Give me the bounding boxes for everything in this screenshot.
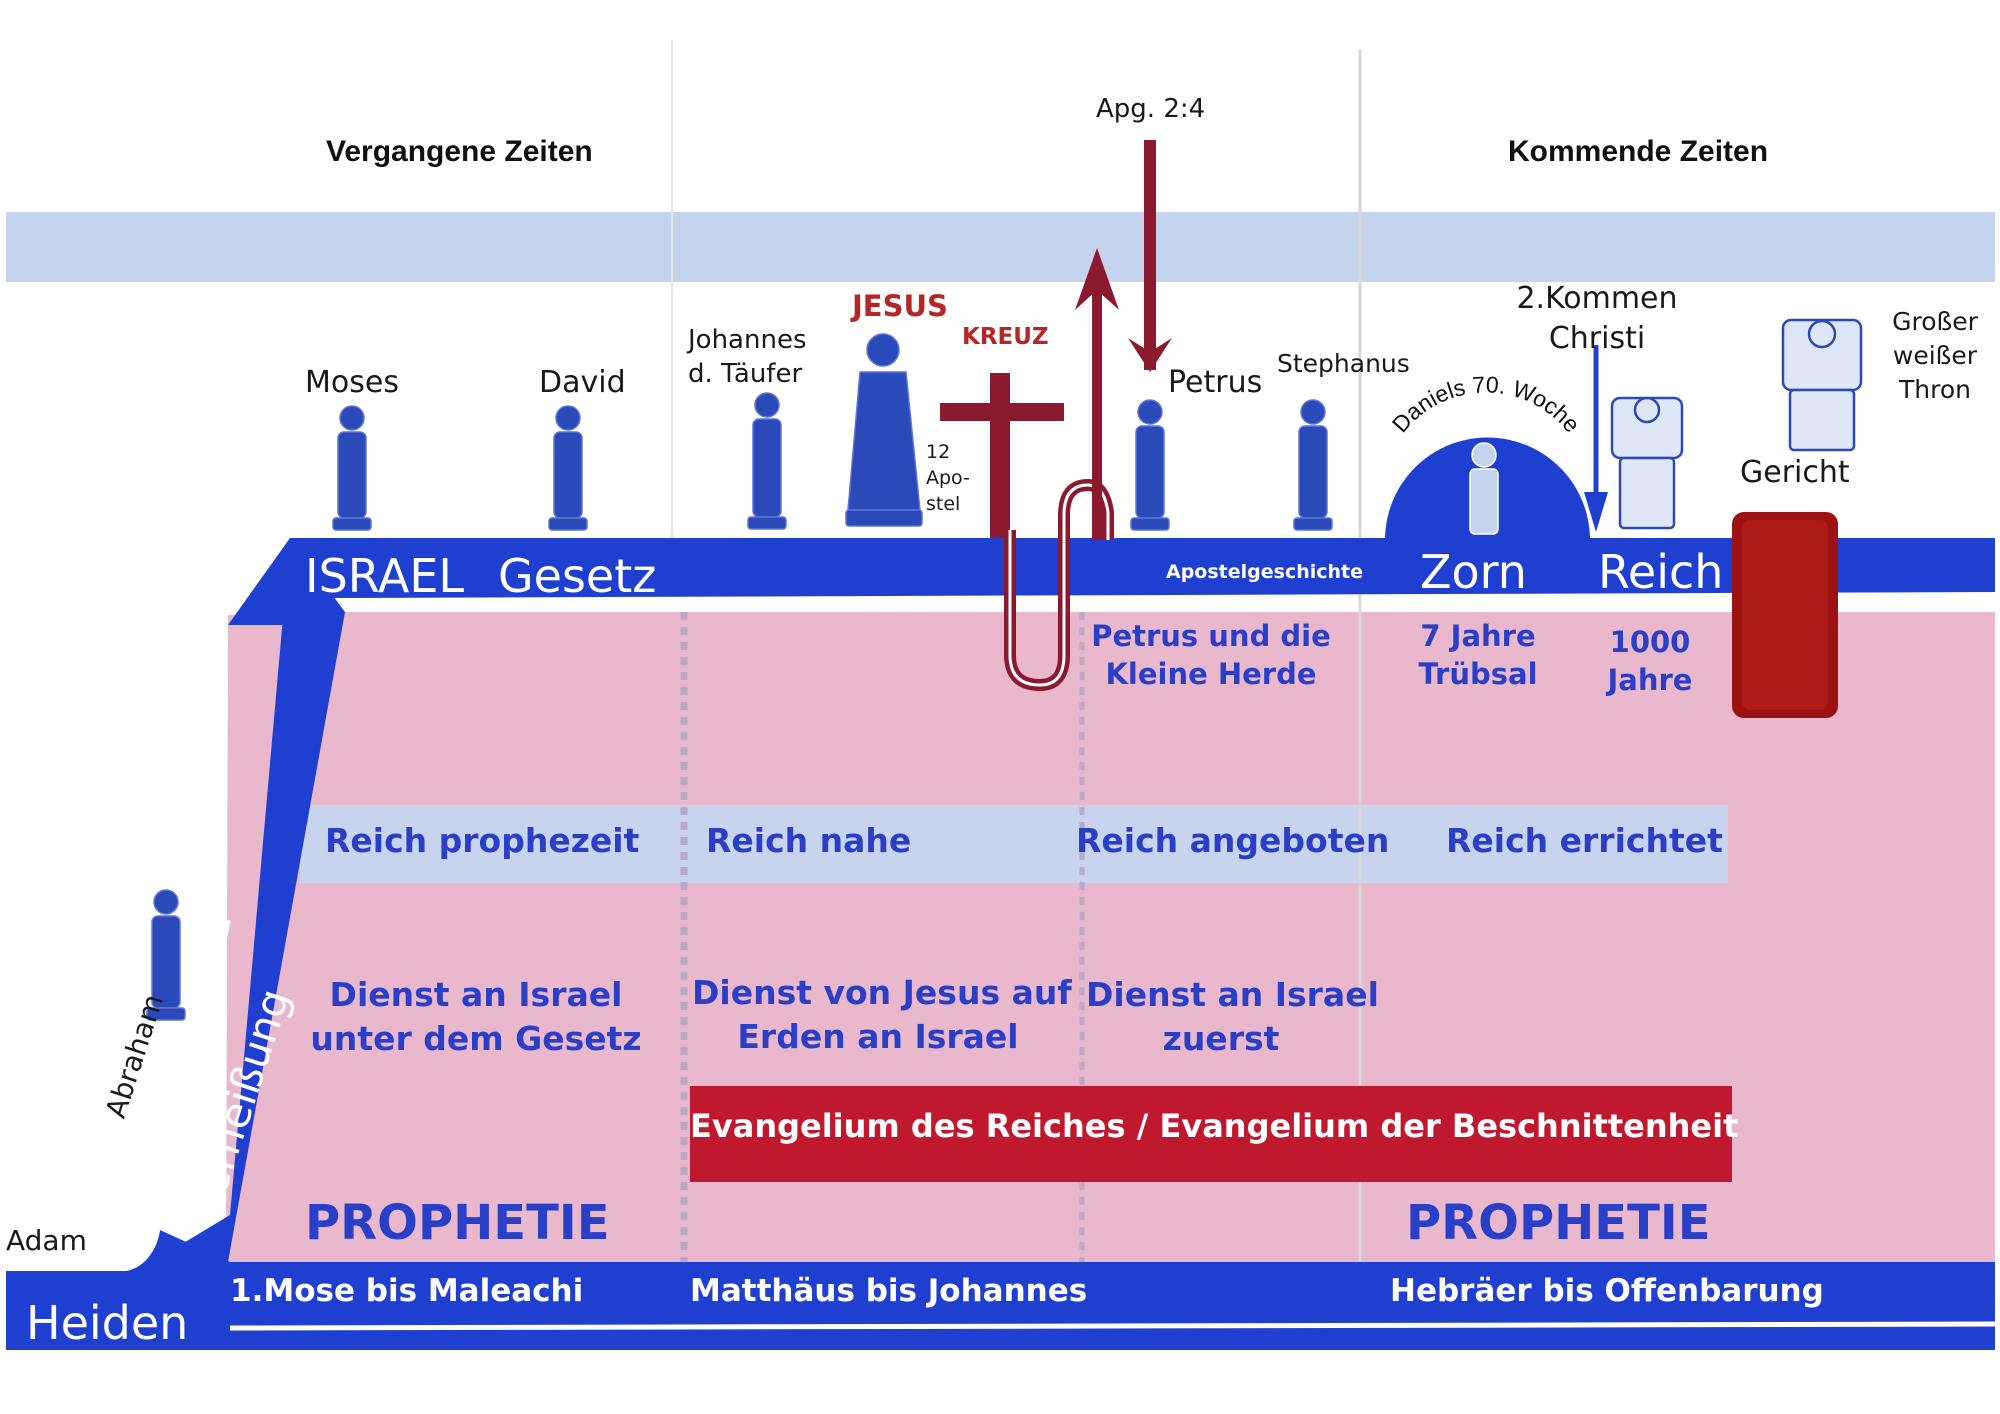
acts-reference: Apg. 2:4 (1096, 94, 1206, 124)
moses-label: Moses (305, 365, 399, 400)
second-coming-label-1: 2.Kommen (1516, 281, 1678, 316)
gospel-banner (690, 1086, 1732, 1182)
david-figure-icon (548, 405, 588, 531)
tribulation-label-1: 7 Jahre (1420, 619, 1536, 653)
daniel-figure-icon (1469, 442, 1499, 535)
books-gospels: Matthäus bis Johannes (690, 1273, 1088, 1309)
petrus-label: Petrus (1168, 365, 1263, 400)
millennium-label-2: Jahre (1607, 663, 1693, 697)
israel-label: ISRAEL (305, 549, 465, 603)
apostles-label-1: 12 (926, 441, 951, 463)
law-label: Gesetz (498, 549, 657, 603)
white-throne-label-2: weißer (1892, 341, 1978, 370)
service-first-2: zuerst (1162, 1019, 1280, 1058)
second-coming-label-2: Christi (1548, 321, 1646, 356)
cross-label: KREUZ (962, 324, 1049, 350)
tribulation-label-2: Trübsal (1418, 657, 1538, 691)
service-jesus-1: Dienst von Jesus auf (692, 973, 1072, 1012)
cross-icon (990, 373, 1010, 538)
service-jesus-2: Erden an Israel (737, 1017, 1019, 1056)
heiden-band (6, 1230, 1995, 1350)
gentiles-label: Heiden (26, 1296, 189, 1350)
kingdom-near: Reich nahe (706, 821, 912, 860)
future-times-header: Kommende Zeiten (1508, 135, 1769, 168)
petrus-figure-icon (1130, 399, 1170, 531)
kingdom-prophesied: Reich prophezeit (325, 821, 640, 860)
daniel-label: Daniels 70. Woche (1387, 371, 1586, 437)
white-throne-label-1: Großer (1892, 307, 1978, 336)
apostles-label-3: stel (926, 493, 961, 515)
israel-band (228, 538, 1995, 625)
kingdom-offered: Reich angeboten (1076, 821, 1390, 860)
moses-figure-icon (332, 405, 372, 531)
ascension-arrow-icon (1092, 280, 1102, 540)
books-hebrews-revelation: Hebräer bis Offenbarung (1390, 1273, 1824, 1309)
peter-flock-label-1: Petrus und die (1091, 619, 1331, 653)
white-throne-label-3: Thron (1899, 375, 1971, 404)
prophecy-right: PROPHETIE (1406, 1195, 1711, 1251)
abraham-figure-icon (146, 889, 186, 1021)
heiden-band-line (229, 1321, 1996, 1331)
gospel-banner-text: Evangelium des Reiches / Evangelium der … (690, 1107, 1739, 1145)
kingdom-row-band (300, 805, 1728, 883)
service-first-1: Dienst an Israel (1086, 975, 1379, 1014)
prophecy-left: PROPHETIE (305, 1195, 610, 1251)
johannes-label-1: Johannes (688, 325, 807, 355)
adam-curve (6, 919, 231, 1271)
service-law-2: unter dem Gesetz (310, 1019, 642, 1058)
kingdom-label: Reich (1598, 545, 1724, 599)
apostles-label-2: Apo- (926, 467, 970, 489)
service-law-1: Dienst an Israel (329, 975, 623, 1014)
jesus-label: JESUS (852, 289, 948, 323)
millennium-label-1: 1000 (1609, 625, 1691, 659)
verheissung-band (152, 538, 345, 1262)
stephanus-figure-icon (1293, 399, 1333, 531)
wrath-label: Zorn (1420, 545, 1527, 599)
johannes-figure-icon (747, 392, 787, 530)
acts-label: Apostelgeschichte (1166, 561, 1364, 583)
white-throne-icon (1781, 318, 1863, 452)
peter-flock-label-2: Kleine Herde (1105, 657, 1317, 691)
sky-band (6, 212, 1995, 282)
judgment-label: Gericht (1740, 455, 1850, 490)
adam-label: Adam (6, 1224, 87, 1257)
stephanus-label: Stephanus (1277, 349, 1410, 378)
johannes-label-2: d. Täufer (688, 359, 803, 389)
kingdom-throne-icon (1610, 396, 1684, 530)
past-times-header: Vergangene Zeiten (326, 135, 593, 168)
books-ot: 1.Mose bis Maleachi (230, 1273, 584, 1309)
david-label: David (539, 365, 626, 400)
kingdom-established: Reich errichtet (1446, 821, 1723, 860)
pentecost-arrow-icon (1144, 140, 1156, 370)
jesus-figure-icon (845, 333, 923, 527)
